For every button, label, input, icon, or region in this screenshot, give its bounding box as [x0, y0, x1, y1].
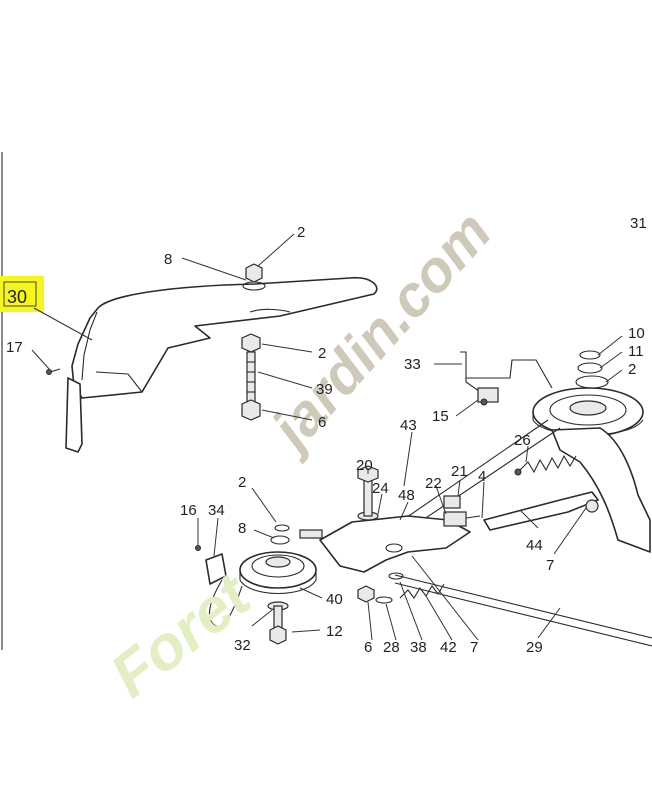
small-pulley	[239, 524, 317, 595]
leader-lines	[31, 233, 623, 641]
label-39-bolt: 39	[316, 381, 333, 398]
tension-arm	[299, 465, 481, 573]
label-8-top-washer: 8	[164, 251, 172, 268]
rod-bracket	[460, 351, 553, 406]
label-24: 24	[372, 480, 389, 497]
label-33-bracket: 33	[404, 356, 421, 373]
label-21: 21	[451, 463, 468, 480]
label-26-spring: 26	[514, 432, 531, 449]
part-labels: 2 8 30 17 2 39 6 31 10 11 2 33 15 43 26 …	[6, 215, 647, 656]
label-8-mid: 8	[238, 520, 246, 537]
label-10: 10	[628, 325, 645, 342]
label-38: 38	[410, 639, 427, 656]
top-nut	[242, 263, 266, 291]
large-pulley	[532, 350, 644, 437]
label-29-belt: 29	[526, 639, 543, 656]
label-4: 4	[478, 468, 486, 485]
label-30-belt-guard: 30	[7, 287, 27, 307]
label-2-top-nut: 2	[297, 224, 305, 241]
label-6-bolt-nut: 6	[318, 414, 326, 431]
label-7-bottom: 7	[470, 639, 478, 656]
label-15: 15	[432, 408, 449, 425]
label-48: 48	[398, 487, 415, 504]
bottom-nuts	[357, 572, 404, 604]
frame-arm	[551, 427, 651, 553]
watermark-brand-text: Foret	[98, 560, 264, 711]
label-7-right: 7	[546, 557, 554, 574]
label-22: 22	[425, 475, 442, 492]
label-44-rod: 44	[526, 537, 543, 554]
watermark-domain-text: jardin.com	[255, 199, 504, 466]
label-2-mid: 2	[238, 474, 246, 491]
label-40-pulley: 40	[326, 591, 343, 608]
screw-17	[46, 368, 61, 375]
label-12-bolt: 12	[326, 623, 343, 640]
rod-44	[483, 491, 599, 531]
label-17-screw: 17	[6, 339, 23, 356]
highlight-inner-border	[3, 281, 37, 307]
bolt-assembly	[241, 333, 261, 421]
bottom-bolt	[267, 601, 289, 645]
label-2-right: 2	[628, 361, 636, 378]
spring-42	[399, 583, 445, 599]
label-32-nut: 32	[234, 637, 251, 654]
label-16: 16	[180, 502, 197, 519]
belt-guard-cover	[65, 277, 378, 453]
label-2-bolt-nut: 2	[318, 345, 326, 362]
belt-guide	[195, 545, 243, 627]
label-20: 20	[356, 457, 373, 474]
label-34: 34	[208, 502, 225, 519]
label-31: 31	[630, 215, 647, 232]
spring-26	[514, 454, 577, 476]
label-43: 43	[400, 417, 417, 434]
label-6-bottom: 6	[364, 639, 372, 656]
label-28: 28	[383, 639, 400, 656]
label-42-spring: 42	[440, 639, 457, 656]
label-11: 11	[628, 343, 644, 360]
